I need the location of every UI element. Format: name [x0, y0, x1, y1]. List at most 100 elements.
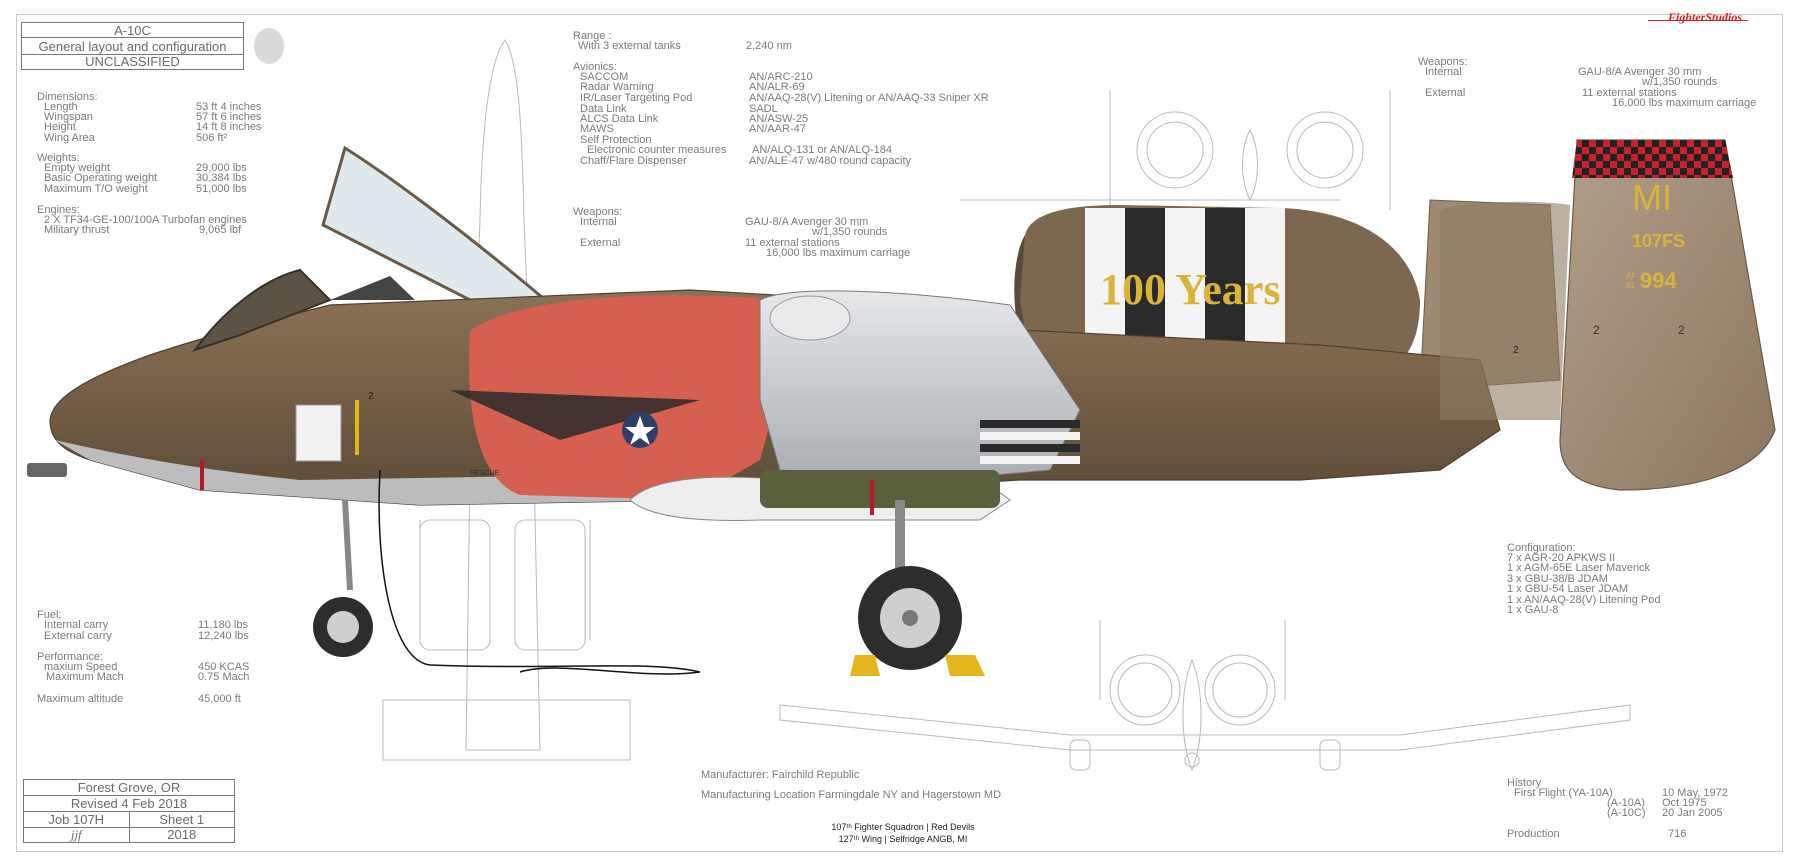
gau8-gun — [27, 463, 67, 477]
spec-label: MAWS — [580, 123, 614, 135]
spec-label: First Flight (YA-10A) — [1514, 787, 1613, 799]
spec-value: 450 KCAS — [198, 661, 250, 673]
engine-type: 2 X TF34-GE-100/100A Turbofan engines — [44, 214, 247, 226]
job-label: Job 107H — [24, 812, 130, 827]
spec-value: GAU-8/A Avenger 30 mm — [745, 216, 869, 228]
weapons-heading: Weapons: — [1418, 56, 1468, 68]
spec-value: 16,000 lbs maximum carriage — [766, 247, 911, 259]
year-label: 2018 — [167, 827, 197, 842]
spec-value: GAU-8/A Avenger 30 mm — [1578, 66, 1702, 78]
spec-value: 53 ft 4 inches — [196, 101, 262, 113]
config-item: 1 x AGM-65E Laser Maverick — [1507, 562, 1651, 574]
spec-value: 11 external stations — [1582, 87, 1677, 99]
initials-label: jjf — [24, 828, 130, 842]
spec-value: 506 ft² — [196, 132, 228, 144]
brand-underline — [1648, 20, 1748, 21]
spec-label: Military thrust — [44, 224, 110, 236]
subtitle-label: General layout and configuration — [22, 38, 243, 55]
spec-value: Oct 1975 — [1662, 797, 1707, 809]
spec-value: 12,240 lbs — [198, 630, 249, 642]
spec-label: maxium Speed — [44, 661, 118, 673]
spec-value: w/1,350 rounds — [812, 226, 888, 238]
sheet-label: Sheet 1 — [159, 812, 205, 827]
unit-emblem-icon — [254, 28, 284, 64]
spec-value: 16,000 lbs maximum carriage — [1612, 97, 1757, 109]
config-item: 1 x AN/AAQ-28(V) Litening Pod — [1507, 594, 1661, 606]
spec-value: 11 external stations — [745, 237, 840, 249]
spec-label: Maximum T/O weight — [44, 183, 148, 195]
spec-value: 30,384 lbs — [196, 172, 247, 184]
spec-value: AN/ASW-25 — [749, 113, 809, 125]
fin-number-far: 2 — [1593, 323, 1600, 337]
spec-label: With 3 external tanks — [578, 40, 681, 52]
spec-label: Internal — [580, 216, 617, 228]
spec-value: 14 ft 8 inches — [196, 121, 262, 133]
revised-label: Revised 4 Feb 2018 — [24, 796, 234, 812]
spec-label: External — [1425, 87, 1466, 99]
unit-note-line1: 107ᵗʰ Fighter Squadron | Red Devils — [831, 822, 975, 832]
unit-note-line2: 127ᵗʰ Wing | Selfridge ANGB, MI — [838, 834, 968, 844]
spec-value: SADL — [749, 103, 778, 115]
checker-band — [1572, 140, 1733, 178]
spec-value: 20 Jan 2005 — [1662, 807, 1723, 819]
configuration-heading: Configuration: — [1507, 542, 1576, 554]
spec-label: Data Link — [580, 103, 627, 115]
dimensions-heading: Dimensions: — [37, 91, 98, 103]
drawing-frame — [16, 14, 1783, 852]
weights-heading: Weights: — [37, 152, 80, 164]
config-item: 7 x AGR-20 APKWS II — [1507, 552, 1616, 564]
spec-label: Empty weight — [44, 162, 111, 174]
spec-label: SACCOM — [580, 71, 629, 83]
spec-label: Internal carry — [44, 619, 109, 631]
avionics-heading: Avionics: — [573, 61, 617, 73]
spec-value: AN/ARC-210 — [749, 71, 813, 83]
spec-label: Chaff/Flare Dispenser — [580, 155, 687, 167]
spec-value: 0.75 Mach — [198, 671, 250, 683]
spec-label: Radar Warning — [580, 81, 654, 93]
history-heading: History — [1507, 777, 1542, 789]
tail-code: MI — [1632, 177, 1672, 218]
spec-value: AN/AAR-47 — [749, 123, 806, 135]
canopy-open — [321, 145, 547, 302]
spec-value: w/1,350 rounds — [1642, 76, 1718, 88]
config-item: 1 x GAU-8 — [1507, 604, 1559, 616]
engine-text-100-years: 100 Years — [1100, 265, 1281, 314]
spec-label: Height — [44, 121, 76, 133]
squadron-marking: 107FS — [1632, 231, 1686, 251]
spec-value: 11,180 lbs — [198, 619, 248, 631]
spec-label: Wing Area — [44, 132, 95, 144]
weapons-heading: Weapons: — [573, 206, 623, 218]
model-label: A-10C — [22, 23, 243, 38]
spec-value: AN/ALQ-131 or AN/ALQ-184 — [752, 144, 893, 156]
tail-serial: 994 — [1640, 268, 1677, 293]
manufacturing-location: Manufacturing Location Farmingdale NY an… — [701, 789, 1002, 801]
spec-label: Self Protection — [580, 134, 652, 146]
vertical-tail — [1559, 139, 1776, 491]
fin-number-near: 2 — [1678, 323, 1685, 337]
config-item: 1 x GBU-54 Laser JDAM — [1507, 583, 1629, 595]
windscreen — [192, 268, 332, 352]
spec-value: 10 May, 1972 — [1662, 787, 1728, 799]
spec-value: 716 — [1668, 828, 1687, 840]
spec-label: Wingspan — [44, 111, 93, 123]
fuel-heading: Fuel: — [37, 609, 62, 621]
spec-value: AN/ALE-47 w/480 round capacity — [749, 155, 912, 167]
rescue-marking: RESCUE — [470, 470, 500, 477]
spec-label: (A-10C) — [1607, 807, 1646, 819]
spec-label: Length — [44, 101, 78, 113]
spec-label: Basic Operating weight — [44, 172, 158, 184]
spec-label: External carry — [44, 630, 112, 642]
config-item: 3 x GBU-38/B JDAM — [1507, 573, 1608, 585]
title-block: A-10C General layout and configuration U… — [21, 22, 244, 70]
spec-label: Maximum Mach — [46, 671, 124, 683]
spec-value: AN/ALR-69 — [749, 81, 805, 93]
nacelle-number: 2 — [1513, 345, 1519, 356]
engines-heading: Engines: — [37, 204, 80, 216]
rocket-pod — [760, 470, 1000, 508]
spec-value: 9,065 lbf — [199, 224, 242, 236]
spec-label: Maximum altitude — [37, 693, 124, 705]
spec-label: ALCS Data Link — [580, 113, 659, 125]
spec-value: 29,000 lbs — [196, 162, 247, 174]
spec-label: IR/Laser Targeting Pod — [580, 92, 693, 104]
